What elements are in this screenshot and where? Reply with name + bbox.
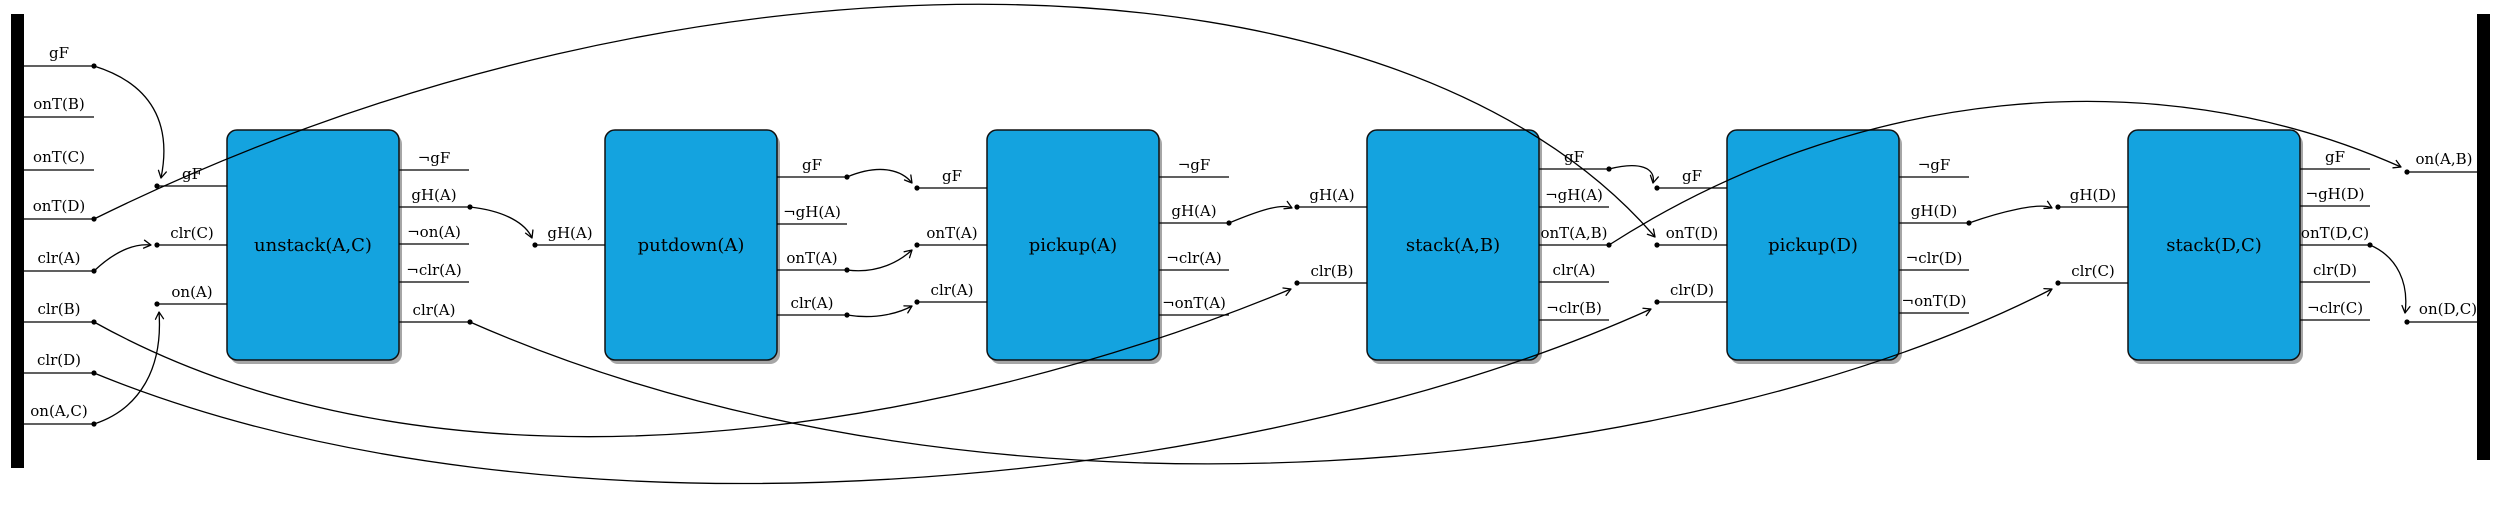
- goal-port-label: on(D,C): [2419, 300, 2477, 318]
- link-init-clrA-to-unstack: [93, 239, 152, 272]
- out-port-label: gH(A): [1171, 202, 1216, 220]
- out-port-label: ¬clr(B): [1546, 299, 1602, 317]
- out-port-label: ¬gF: [418, 149, 451, 167]
- action-label: putdown(A): [638, 235, 745, 256]
- in-port-label: gH(A): [547, 224, 592, 242]
- in-port-label: clr(D): [1670, 281, 1714, 299]
- action-label: unstack(A,C): [254, 235, 372, 256]
- link-init-clrD-to-pickupD: [93, 307, 1652, 485]
- action-pickup-A: pickup(A) gF onT(A) clr(A) ¬gF gH(A) ¬cl…: [917, 129, 1229, 364]
- action-label: stack(A,B): [1406, 235, 1500, 256]
- in-port-label: onT(D): [1666, 224, 1718, 242]
- out-port-label: gF: [2325, 148, 2345, 166]
- init-port-label: on(A,C): [30, 402, 87, 420]
- action-label: stack(D,C): [2166, 235, 2262, 256]
- out-port-label: ¬gH(A): [783, 203, 841, 221]
- init-port-label: clr(A): [38, 249, 81, 267]
- goal-state-wall: [2477, 14, 2490, 460]
- link-init-onTD-to-pickupD: [93, 3, 1656, 238]
- link-stackAB-onTAB-to-goal: [1608, 100, 2402, 246]
- init-port-label: clr(B): [37, 300, 80, 318]
- out-port-label: ¬gH(D): [2306, 185, 2365, 203]
- link-putdown-onTA-to-pickupA: [846, 249, 913, 272]
- out-port-label: gF: [1564, 148, 1584, 166]
- link-putdown-gF-to-pickupA: [846, 168, 913, 184]
- initial-state-bar: gF onT(B) onT(C) onT(D) clr(A) clr(B) cl…: [11, 14, 94, 468]
- out-port-label: clr(A): [791, 294, 834, 312]
- link-unstack-clrA-to-stackDC: [469, 287, 2053, 465]
- out-port-label: ¬gH(A): [1545, 186, 1603, 204]
- link-pickupD-gHD-to-stackDC: [1968, 200, 2053, 224]
- out-port-label: gH(A): [411, 186, 456, 204]
- initial-state-wall: [11, 14, 24, 468]
- link-unstack-gHA-to-putdown: [469, 206, 534, 239]
- link-init-clrB-to-stackAB: [93, 287, 1292, 438]
- link-stackDC-onTDC-to-goal: [2369, 244, 2411, 314]
- init-port-label: onT(C): [33, 148, 85, 166]
- out-port-label: clr(D): [2313, 261, 2357, 279]
- in-port-label: gF: [1682, 167, 1702, 185]
- link-pickupA-gHA-to-stackAB: [1228, 200, 1293, 224]
- out-port-label: ¬clr(A): [1166, 249, 1221, 267]
- link-init-gF-to-unstack: [93, 65, 167, 179]
- init-port-label: onT(B): [33, 95, 84, 113]
- action-putdown-A: putdown(A) gH(A) gF ¬gH(A) onT(A) clr(A): [535, 129, 847, 364]
- action-label: pickup(D): [1768, 235, 1858, 256]
- out-port-label: onT(A,B): [1540, 224, 1607, 242]
- out-port-label: onT(D,C): [2301, 224, 2369, 242]
- in-port-label: onT(A): [926, 224, 977, 242]
- in-port-label: clr(C): [170, 224, 214, 242]
- goal-state-bar: on(A,B) on(D,C): [2407, 14, 2490, 460]
- out-port-label: ¬on(A): [407, 223, 461, 241]
- in-port-label: clr(C): [2071, 262, 2115, 280]
- out-port-label: ¬clr(D): [1906, 249, 1963, 267]
- out-port-label: clr(A): [413, 301, 456, 319]
- out-port-label: ¬gF: [1178, 156, 1211, 174]
- out-port-label: ¬onT(A): [1162, 294, 1226, 312]
- in-port-label: clr(B): [1310, 262, 1353, 280]
- in-port-label: gF: [942, 167, 962, 185]
- out-port-label: gH(D): [1911, 202, 1957, 220]
- out-port-label: clr(A): [1553, 261, 1596, 279]
- in-port-label: on(A): [171, 283, 212, 301]
- action-stack-D-C: stack(D,C) gH(D) clr(C) gF ¬gH(D) onT(D,…: [2058, 129, 2370, 364]
- action-pickup-D: pickup(D) gF onT(D) clr(D) ¬gF gH(D) ¬cl…: [1657, 129, 1969, 364]
- action-stack-A-B: stack(A,B) gH(A) clr(B) gF ¬gH(A) onT(A,…: [1297, 129, 1609, 364]
- in-port-label: clr(A): [931, 281, 974, 299]
- out-port-label: gF: [802, 156, 822, 174]
- in-port-label: gH(D): [2070, 186, 2116, 204]
- out-port-label: ¬clr(A): [406, 261, 461, 279]
- out-port-label: onT(A): [786, 249, 837, 267]
- action-label: pickup(A): [1029, 235, 1117, 256]
- link-init-onAC-to-unstack: [93, 311, 165, 425]
- in-port-label: gH(A): [1309, 186, 1354, 204]
- init-port-label: gF: [49, 44, 69, 62]
- goal-port-label: on(A,B): [2415, 150, 2472, 168]
- out-port-label: ¬gF: [1918, 156, 1951, 174]
- link-putdown-clrA-to-pickupA: [846, 305, 913, 318]
- link-stackAB-gF-to-pickupD: [1608, 165, 1659, 184]
- causal-links: [93, 3, 2411, 485]
- init-port-label: clr(D): [37, 351, 81, 369]
- port-dots: [91, 63, 2410, 427]
- out-port-label: ¬clr(C): [2307, 299, 2363, 317]
- action-unstack-A-C: unstack(A,C) gF clr(C) on(A) ¬gF gH(A) ¬…: [157, 129, 469, 364]
- init-port-label: onT(D): [33, 197, 85, 215]
- out-port-label: ¬onT(D): [1902, 292, 1967, 310]
